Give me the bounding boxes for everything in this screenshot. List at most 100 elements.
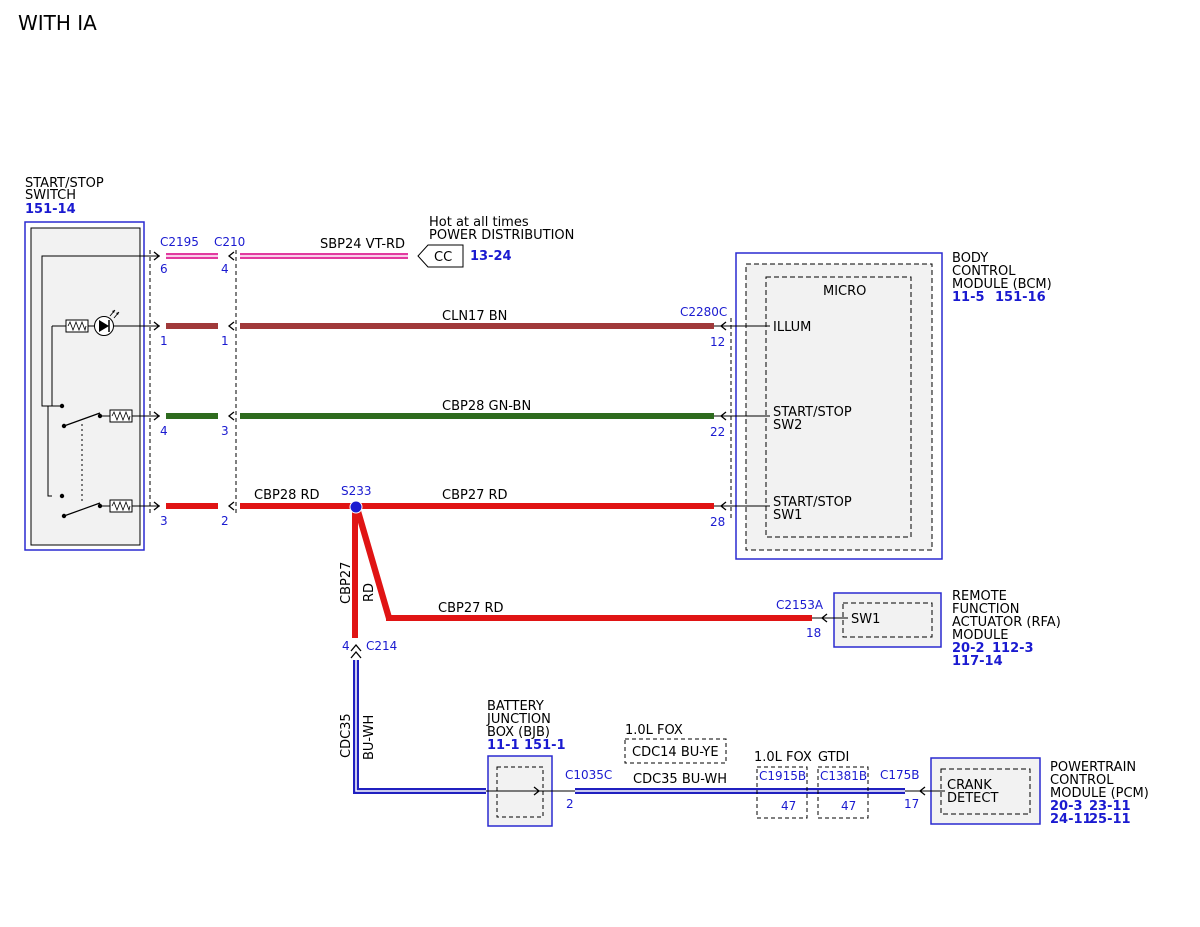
connector-c1035c-label: C1035C [565, 768, 612, 782]
c210-pin: 4 [221, 262, 229, 276]
power-line1: Hot at all times [429, 215, 529, 230]
bcm-illum: ILLUM [773, 320, 811, 335]
pcm-crank-a: CRANK [947, 778, 992, 793]
rfa-ref-2: 112-3 [992, 641, 1034, 656]
bcm-sw2-b: SW2 [773, 418, 802, 433]
bcm-micro-label: MICRO [823, 284, 866, 299]
pcm-title-line1: POWERTRAIN [1050, 760, 1136, 775]
bcm-sw1-b: SW1 [773, 508, 802, 523]
c210-pin: 3 [221, 424, 229, 438]
pcm-pin: 17 [904, 797, 919, 811]
pcm-connector-arrow [918, 786, 926, 796]
bcm-sw1-a: START/STOP [773, 495, 852, 510]
pcm-title-line3: MODULE (PCM) [1050, 786, 1149, 801]
pcm-ref: 24-11 [1050, 812, 1092, 827]
wire-cdc35-vertical-color: BU-WH [362, 715, 377, 760]
wire-cln17-seg [166, 323, 218, 329]
connector-c2195-label: C2195 [160, 235, 199, 249]
bjb-title-line2: JUNCTION [486, 712, 551, 727]
pcm-ref: 25-11 [1089, 812, 1131, 827]
wire-cbp27-rfa [386, 615, 812, 621]
pcm-module: CRANK DETECT [930, 757, 1041, 825]
connector-c1915b-label: C1915B [759, 769, 806, 783]
rfa-module: SW1 [833, 592, 942, 648]
c214-connector-arrow-top [350, 643, 362, 652]
inline-1-pin: 47 [781, 799, 796, 813]
splice-s233 [349, 500, 363, 514]
c214-connector-arrow-bottom [350, 650, 362, 659]
bjb-title-line1: BATTERY [487, 699, 544, 714]
wire-cbp28-gnbn-seg [166, 413, 218, 419]
connector-c2280c-label: C2280C [680, 305, 727, 319]
rfa-ref-1: 20-2 [952, 641, 985, 656]
power-line2: POWER DISTRIBUTION [429, 228, 574, 243]
bcm-pin: 28 [710, 515, 725, 529]
connector-c1915b-box [756, 766, 808, 819]
resistor-icon [109, 409, 133, 423]
bcm-module: MICRO ILLUM START/STOP SW2 START/STOP SW… [735, 252, 943, 560]
rfa-pin: 18 [806, 626, 821, 640]
connector-c175b-label: C175B [880, 768, 920, 782]
bcm-title-line3: MODULE (BCM) [952, 277, 1052, 292]
switch-common-line [47, 406, 52, 497]
page-title: WITH IA [18, 11, 97, 35]
wire-cdc35-label: CDC35 BU-WH [633, 772, 727, 787]
wire-sbp24-label: SBP24 VT-RD [320, 237, 405, 252]
bcm-ref-2: 151-16 [995, 290, 1046, 305]
connector-c1381b-label: C1381B [820, 769, 867, 783]
c2195-pin: 4 [160, 424, 168, 438]
connector-arrows-left [153, 251, 235, 511]
inline-1-label: 1.0L FOX [754, 750, 812, 765]
power-cc-connector [417, 244, 464, 268]
wire-cbp28-gnbn-label: CBP28 GN-BN [442, 399, 531, 414]
connector-c210-label: C210 [214, 235, 245, 249]
wire-sbp24 [166, 253, 408, 259]
bcm-pin: 22 [710, 425, 725, 439]
wire-cbp27-rd [240, 503, 714, 509]
wire-cbp27-branch [354, 507, 392, 619]
pcm-crank-b: DETECT [947, 791, 998, 806]
wire-cbp28-rd-label: CBP28 RD [254, 488, 320, 503]
wire-cbp27-vertical-color: RD [362, 583, 377, 602]
bcm-ref-1: 11-5 [952, 290, 985, 305]
switch-inner-box [30, 227, 141, 546]
fox-note-label: 1.0L FOX [625, 723, 683, 738]
bcm-title-line1: BODY [952, 251, 988, 266]
c210-pin: 2 [221, 514, 229, 528]
bjb-ref-2: 151-1 [524, 738, 566, 753]
c2195-pin: 6 [160, 262, 168, 276]
bjb-ref-1: 11-1 [487, 738, 520, 753]
pcm-ref: 20-3 [1050, 799, 1083, 814]
switch-outer-box [24, 221, 145, 551]
switch-pole-2 [59, 493, 65, 499]
wire-cbp27-vertical [352, 507, 358, 638]
switch-contact-1 [63, 412, 101, 427]
power-distribution: Hot at all times POWER DISTRIBUTION CC 1… [417, 215, 574, 268]
wire-cbp28-gnbn [240, 413, 714, 419]
start-stop-switch: START/STOP SWITCH 151-14 [24, 176, 160, 551]
switch-title-line2: SWITCH [25, 188, 76, 203]
c214-pin: 4 [342, 639, 350, 653]
wire-cln17 [240, 323, 714, 329]
bcm-sw2-a: START/STOP [773, 405, 852, 420]
bcm-micro-box [765, 276, 912, 538]
bjb-pin: 2 [566, 797, 574, 811]
switch-ref: 151-14 [25, 202, 76, 217]
bcm-title-line2: CONTROL [952, 264, 1016, 279]
rfa-connector-arrow [820, 613, 828, 623]
resistor-icon [109, 499, 133, 513]
power-cc: CC [434, 250, 452, 265]
fox-note-wire: CDC14 BU-YE [632, 745, 719, 760]
connector-c214-label: C214 [366, 639, 397, 653]
power-ref: 13-24 [470, 249, 512, 264]
c210-pin: 1 [221, 334, 229, 348]
wire-cbp27-rd-label: CBP27 RD [442, 488, 508, 503]
wire-cbp27-rfa-label: CBP27 RD [438, 601, 504, 616]
rfa-title-line1: REMOTE [952, 589, 1007, 604]
switch-title-line1: START/STOP [25, 176, 104, 191]
rfa-title-line3: ACTUATOR (RFA) [952, 615, 1061, 630]
wire-cbp27-vertical-label: CBP27 [339, 562, 354, 604]
rfa-sw1: SW1 [851, 612, 880, 627]
bjb-title-line3: BOX (BJB) [487, 725, 550, 740]
resistor-icon [65, 319, 89, 333]
